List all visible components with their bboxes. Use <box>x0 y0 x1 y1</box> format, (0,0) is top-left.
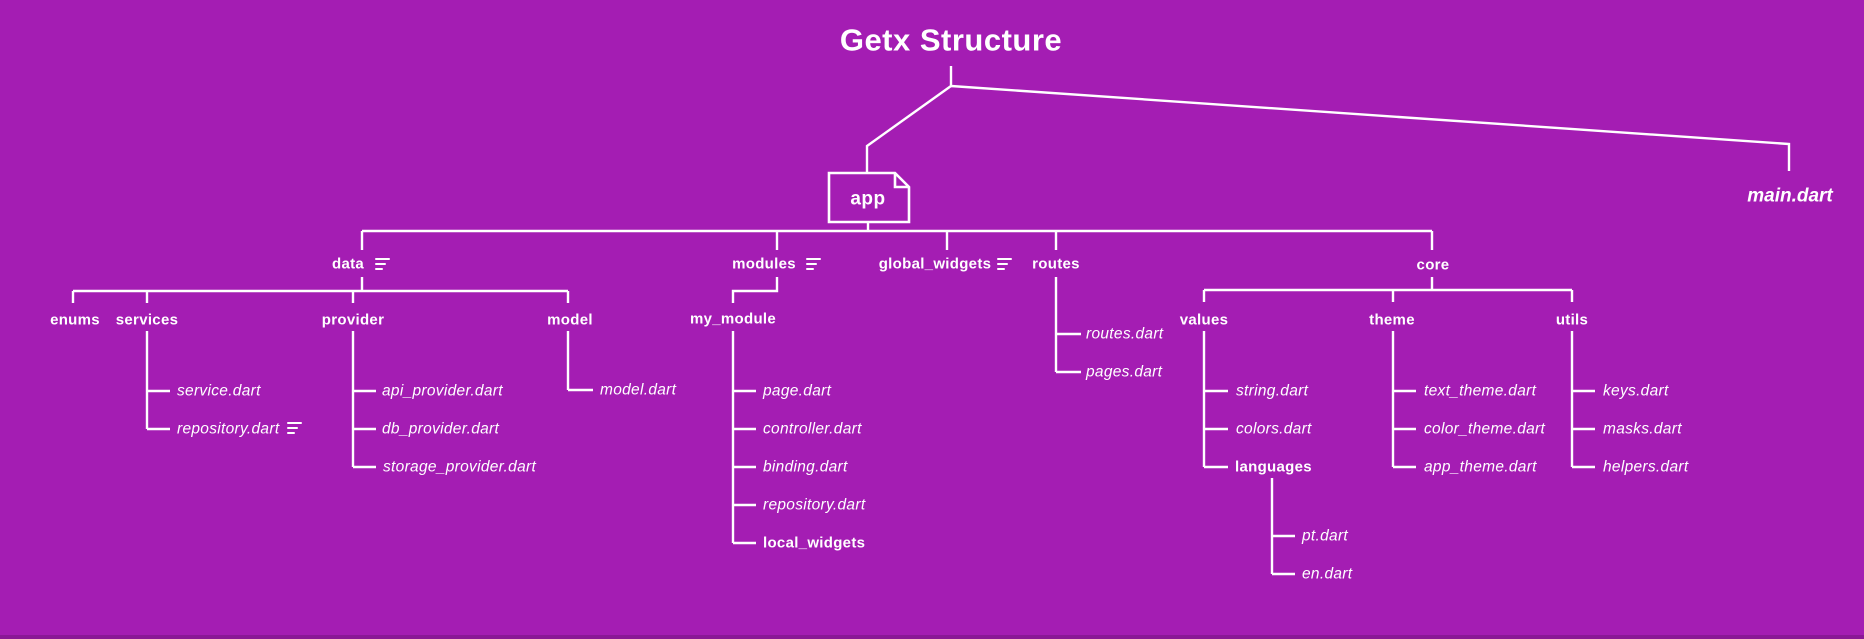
file-pt-dart: pt.dart <box>1302 527 1349 545</box>
main-dart-file-label: main.dart <box>1747 185 1833 207</box>
file-binding-dart: binding.dart <box>763 458 848 476</box>
folder-provider: provider <box>321 311 385 329</box>
connector-modules-subtree <box>731 277 779 545</box>
folder-global-widgets: global_widgets <box>878 255 992 273</box>
connector-core-subtree <box>1202 277 1595 576</box>
folder-my-module: my_module <box>689 310 777 328</box>
file-db-provider-dart: db_provider.dart <box>382 420 500 438</box>
file-helpers-dart: helpers.dart <box>1603 458 1689 476</box>
folder-routes: routes <box>1032 255 1080 273</box>
folder-model: model <box>547 311 593 329</box>
file-colors-dart: colors.dart <box>1236 420 1312 438</box>
folder-data: data <box>331 255 365 273</box>
file-repository-dart: repository.dart <box>177 420 280 438</box>
file-page-dart: page.dart <box>763 382 832 400</box>
folder-modules: modules <box>732 255 796 273</box>
folder-theme: theme <box>1369 311 1415 329</box>
file-module-repository-dart: repository.dart <box>763 496 866 514</box>
connector-level1 <box>360 222 1434 250</box>
file-storage-provider-dart: storage_provider.dart <box>383 458 537 476</box>
file-string-dart: string.dart <box>1236 382 1309 400</box>
file-color-theme-dart: color_theme.dart <box>1424 420 1546 438</box>
file-api-provider-dart: api_provider.dart <box>382 382 503 400</box>
folder-services: services <box>115 311 179 329</box>
connector-root <box>865 66 1791 173</box>
file-keys-dart: keys.dart <box>1603 382 1669 400</box>
list-lines-icon <box>287 422 302 434</box>
app-folder-label: app <box>850 188 886 210</box>
app-document-box <box>827 171 911 224</box>
file-en-dart: en.dart <box>1302 565 1353 583</box>
file-pages-dart: pages.dart <box>1086 363 1163 381</box>
file-service-dart: service.dart <box>177 382 261 400</box>
file-text-theme-dart: text_theme.dart <box>1424 382 1537 400</box>
folder-languages: languages <box>1235 458 1312 476</box>
folder-enums: enums <box>50 311 100 329</box>
list-lines-icon <box>997 258 1012 270</box>
file-controller-dart: controller.dart <box>763 420 862 438</box>
file-model-dart: model.dart <box>600 381 677 399</box>
file-routes-dart: routes.dart <box>1086 325 1164 343</box>
folder-local-widgets: local_widgets <box>763 534 866 552</box>
connector-routes-subtree <box>1054 277 1081 374</box>
list-lines-icon <box>375 258 390 270</box>
bottom-edge-shadow <box>0 635 1864 639</box>
list-lines-icon <box>806 258 821 270</box>
folder-values: values <box>1179 311 1229 329</box>
file-masks-dart: masks.dart <box>1603 420 1682 438</box>
file-app-theme-dart: app_theme.dart <box>1424 458 1537 476</box>
folder-core: core <box>1416 256 1450 274</box>
diagram-title: Getx Structure <box>839 22 1063 58</box>
folder-utils: utils <box>1555 311 1589 329</box>
connector-data-subtree <box>71 277 593 469</box>
